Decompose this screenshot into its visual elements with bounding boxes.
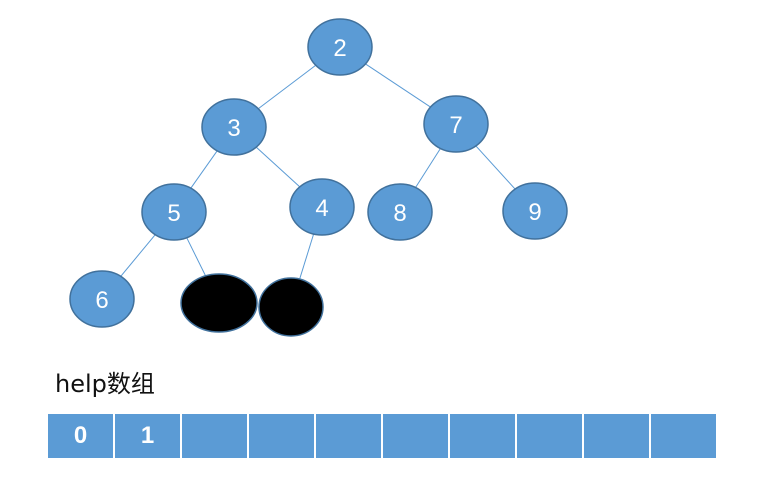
tree-edge-n2-n7 <box>365 63 431 108</box>
help-array-cell-7 <box>517 414 582 458</box>
tree-nodes: 2 3 7 5 4 8 9 6 <box>69 18 568 337</box>
tree-node-label: 6 <box>95 287 108 314</box>
tree-edges <box>120 63 516 280</box>
help-array-cell-6 <box>450 414 515 458</box>
help-array-cell-2 <box>182 414 247 458</box>
tree-node-label: 3 <box>227 115 240 142</box>
tree-edge-n7-n9 <box>475 145 516 190</box>
tree-node-circle <box>423 95 489 153</box>
tree-node-circle <box>201 98 267 156</box>
tree-node-8: 8 <box>367 183 433 241</box>
tree-node-blacked-out <box>258 277 324 337</box>
tree-node-4: 4 <box>289 178 355 236</box>
tree-node-circle <box>289 178 355 236</box>
help-array-label: help数组 <box>55 370 155 398</box>
tree-node-blacked-out <box>180 273 258 333</box>
tree-node-7: 7 <box>423 95 489 153</box>
help-array-cell-3 <box>249 414 314 458</box>
tree-edge-n4-b2 <box>299 233 315 280</box>
help-array-cell-5 <box>383 414 448 458</box>
tree-node-circle <box>258 277 324 337</box>
tree-node-3: 3 <box>201 98 267 156</box>
tree-edge-n7-n8 <box>415 148 441 188</box>
tree-node-label: 2 <box>333 35 346 62</box>
help-array-cell-4 <box>316 414 381 458</box>
tree-node-label: 9 <box>528 199 541 226</box>
tree-edge-n5-b1 <box>186 237 207 277</box>
help-array-cell-8 <box>584 414 649 458</box>
tree-edge-n3-n4 <box>255 146 301 188</box>
tree-node-label: 7 <box>449 112 462 139</box>
tree-node-circle <box>69 270 135 328</box>
tree-node-label: 8 <box>393 200 406 227</box>
tree-node-6: 6 <box>69 270 135 328</box>
tree-edge-n3-n5 <box>190 150 218 189</box>
help-array-cell-1: 1 <box>115 414 180 458</box>
tree-node-circle <box>141 183 207 241</box>
tree-node-circle <box>502 182 568 240</box>
tree-node-label: 4 <box>315 195 328 222</box>
tree-node-9: 9 <box>502 182 568 240</box>
tree-node-circle <box>367 183 433 241</box>
tree-node-2: 2 <box>307 18 373 76</box>
binary-tree-diagram: 2 3 7 5 4 8 9 6 <box>69 18 568 337</box>
tree-node-5: 5 <box>141 183 207 241</box>
tree-node-label: 5 <box>167 200 180 227</box>
help-array: 0 1 <box>48 413 716 460</box>
tree-edge-n2-n3 <box>257 64 317 110</box>
help-array-cell-9 <box>651 414 716 458</box>
tree-node-circle <box>307 18 373 76</box>
tree-node-circle <box>180 273 258 333</box>
help-array-cell-0: 0 <box>48 414 113 458</box>
tree-edge-n5-n6 <box>120 234 156 277</box>
